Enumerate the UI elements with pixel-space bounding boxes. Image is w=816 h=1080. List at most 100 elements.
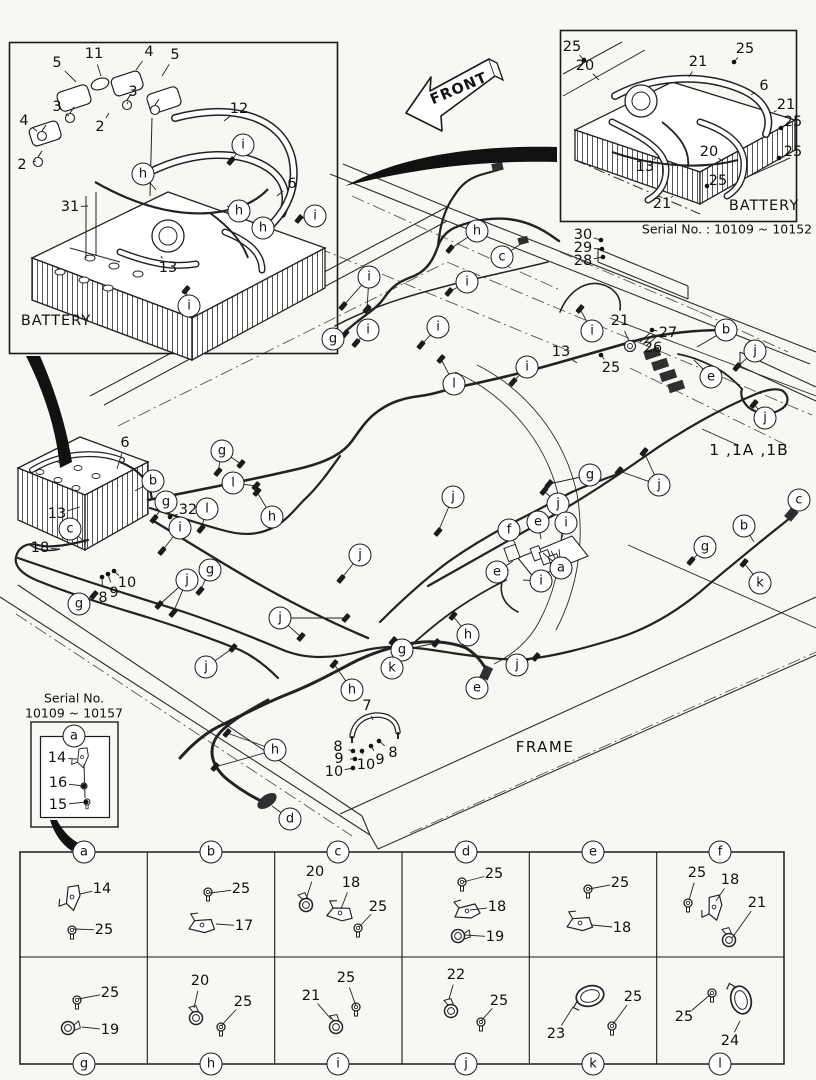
part-number-12: 12 xyxy=(229,101,249,117)
part-number-10: 10 xyxy=(324,764,344,780)
table-part-j-22: 22 xyxy=(446,967,466,983)
part-number-13: 13 xyxy=(635,159,655,175)
callout-j: j xyxy=(753,406,777,430)
part-number-25: 25 xyxy=(601,360,621,376)
legend-table-grid xyxy=(19,851,785,1065)
part-number-30: 30 xyxy=(573,227,593,243)
part-number-26: 26 xyxy=(643,340,663,356)
battery-right-label: BATTERY xyxy=(728,198,800,214)
table-part-b-25: 25 xyxy=(231,881,251,897)
table-part-d-19: 19 xyxy=(485,929,505,945)
serial-right-label: Serial No. : 10109 ~ 10152 xyxy=(641,221,813,237)
table-part-l-25: 25 xyxy=(674,1009,694,1025)
table-letter-a: a xyxy=(72,840,96,864)
part-number-31: 31 xyxy=(60,199,80,215)
table-part-k-23: 23 xyxy=(546,1026,566,1042)
callout-k: k xyxy=(380,656,404,680)
serial-box-title: Serial No. xyxy=(43,690,105,706)
pointer-swooshes xyxy=(26,146,557,851)
callout-a: a xyxy=(549,556,573,580)
table-letter-d: d xyxy=(454,840,478,864)
callout-b: b xyxy=(732,514,756,538)
part-number-25: 25 xyxy=(783,114,803,130)
part-number-5: 5 xyxy=(170,47,180,63)
callout-c: c xyxy=(787,488,811,512)
callout-g: g xyxy=(693,535,717,559)
table-part-h-20: 20 xyxy=(190,973,210,989)
callout-i: i xyxy=(426,315,450,339)
table-letter-j: j xyxy=(454,1052,478,1076)
callout-i: i xyxy=(356,318,380,342)
callout-h: h xyxy=(131,162,155,186)
part-number-18: 18 xyxy=(30,540,50,556)
part-number-6: 6 xyxy=(759,78,769,94)
part-number-14: 14 xyxy=(47,750,67,766)
table-part-g-19: 19 xyxy=(100,1022,120,1038)
table-letter-e: e xyxy=(581,840,605,864)
part-number-4: 4 xyxy=(144,44,154,60)
harness-components xyxy=(257,161,799,809)
part-number-25: 25 xyxy=(735,41,755,57)
callout-j: j xyxy=(647,473,671,497)
callout-g: g xyxy=(198,558,222,582)
table-part-h-25: 25 xyxy=(233,994,253,1010)
table-part-g-25: 25 xyxy=(100,985,120,1001)
part-number-5: 5 xyxy=(52,55,62,71)
callout-j: j xyxy=(194,655,218,679)
table-part-d-18: 18 xyxy=(487,899,507,915)
part-number-21: 21 xyxy=(610,313,630,329)
callout-b: b xyxy=(714,318,738,342)
part-number-10: 10 xyxy=(117,575,137,591)
table-letter-i: i xyxy=(326,1052,350,1076)
part-number-20: 20 xyxy=(699,144,719,160)
callout-h: h xyxy=(260,505,284,529)
part-number-32: 32 xyxy=(178,502,198,518)
callout-h: h xyxy=(456,623,480,647)
callout-e: e xyxy=(465,676,489,700)
callout-j: j xyxy=(743,339,767,363)
front-arrow xyxy=(405,58,505,132)
part-number-6: 6 xyxy=(120,435,130,451)
callout-e: e xyxy=(699,365,723,389)
part-number-10: 10 xyxy=(356,757,376,773)
callout-i: i xyxy=(231,133,255,157)
table-part-c-18: 18 xyxy=(341,875,361,891)
frame-lines xyxy=(0,163,816,850)
table-part-i-21: 21 xyxy=(301,988,321,1004)
part-number-15: 15 xyxy=(48,797,68,813)
callout-k: k xyxy=(748,571,772,595)
callout-i: i xyxy=(529,569,553,593)
callout-g: g xyxy=(321,327,345,351)
callout-g: g xyxy=(154,490,178,514)
part-number-21: 21 xyxy=(652,196,672,212)
callout-i: i xyxy=(554,511,578,535)
callout-b: b xyxy=(141,469,165,493)
table-part-a-14: 14 xyxy=(92,881,112,897)
callout-g: g xyxy=(390,638,414,662)
callout-l: l xyxy=(195,497,219,521)
battery-inset-right-box xyxy=(559,29,798,223)
part-number-21: 21 xyxy=(776,97,796,113)
callout-h: h xyxy=(263,738,287,762)
part-number-29: 29 xyxy=(573,240,593,256)
callout-f: f xyxy=(497,518,521,542)
part-number-25: 25 xyxy=(708,173,728,189)
table-part-k-25: 25 xyxy=(623,989,643,1005)
table-part-e-18: 18 xyxy=(612,920,632,936)
table-letter-b: b xyxy=(199,840,223,864)
callout-g: g xyxy=(578,463,602,487)
part-number-13: 13 xyxy=(47,506,67,522)
table-part-l-24: 24 xyxy=(720,1033,740,1049)
table-part-a-25: 25 xyxy=(94,922,114,938)
part-number-21: 21 xyxy=(688,54,708,70)
callout-c: c xyxy=(58,517,82,541)
callout-h: h xyxy=(340,678,364,702)
part-number-13: 13 xyxy=(551,344,571,360)
serial-box-outer xyxy=(30,721,119,828)
table-letter-f: f xyxy=(708,840,732,864)
part-number-8: 8 xyxy=(98,590,108,606)
callout-j: j xyxy=(348,543,372,567)
part-number-11: 11 xyxy=(84,46,104,62)
